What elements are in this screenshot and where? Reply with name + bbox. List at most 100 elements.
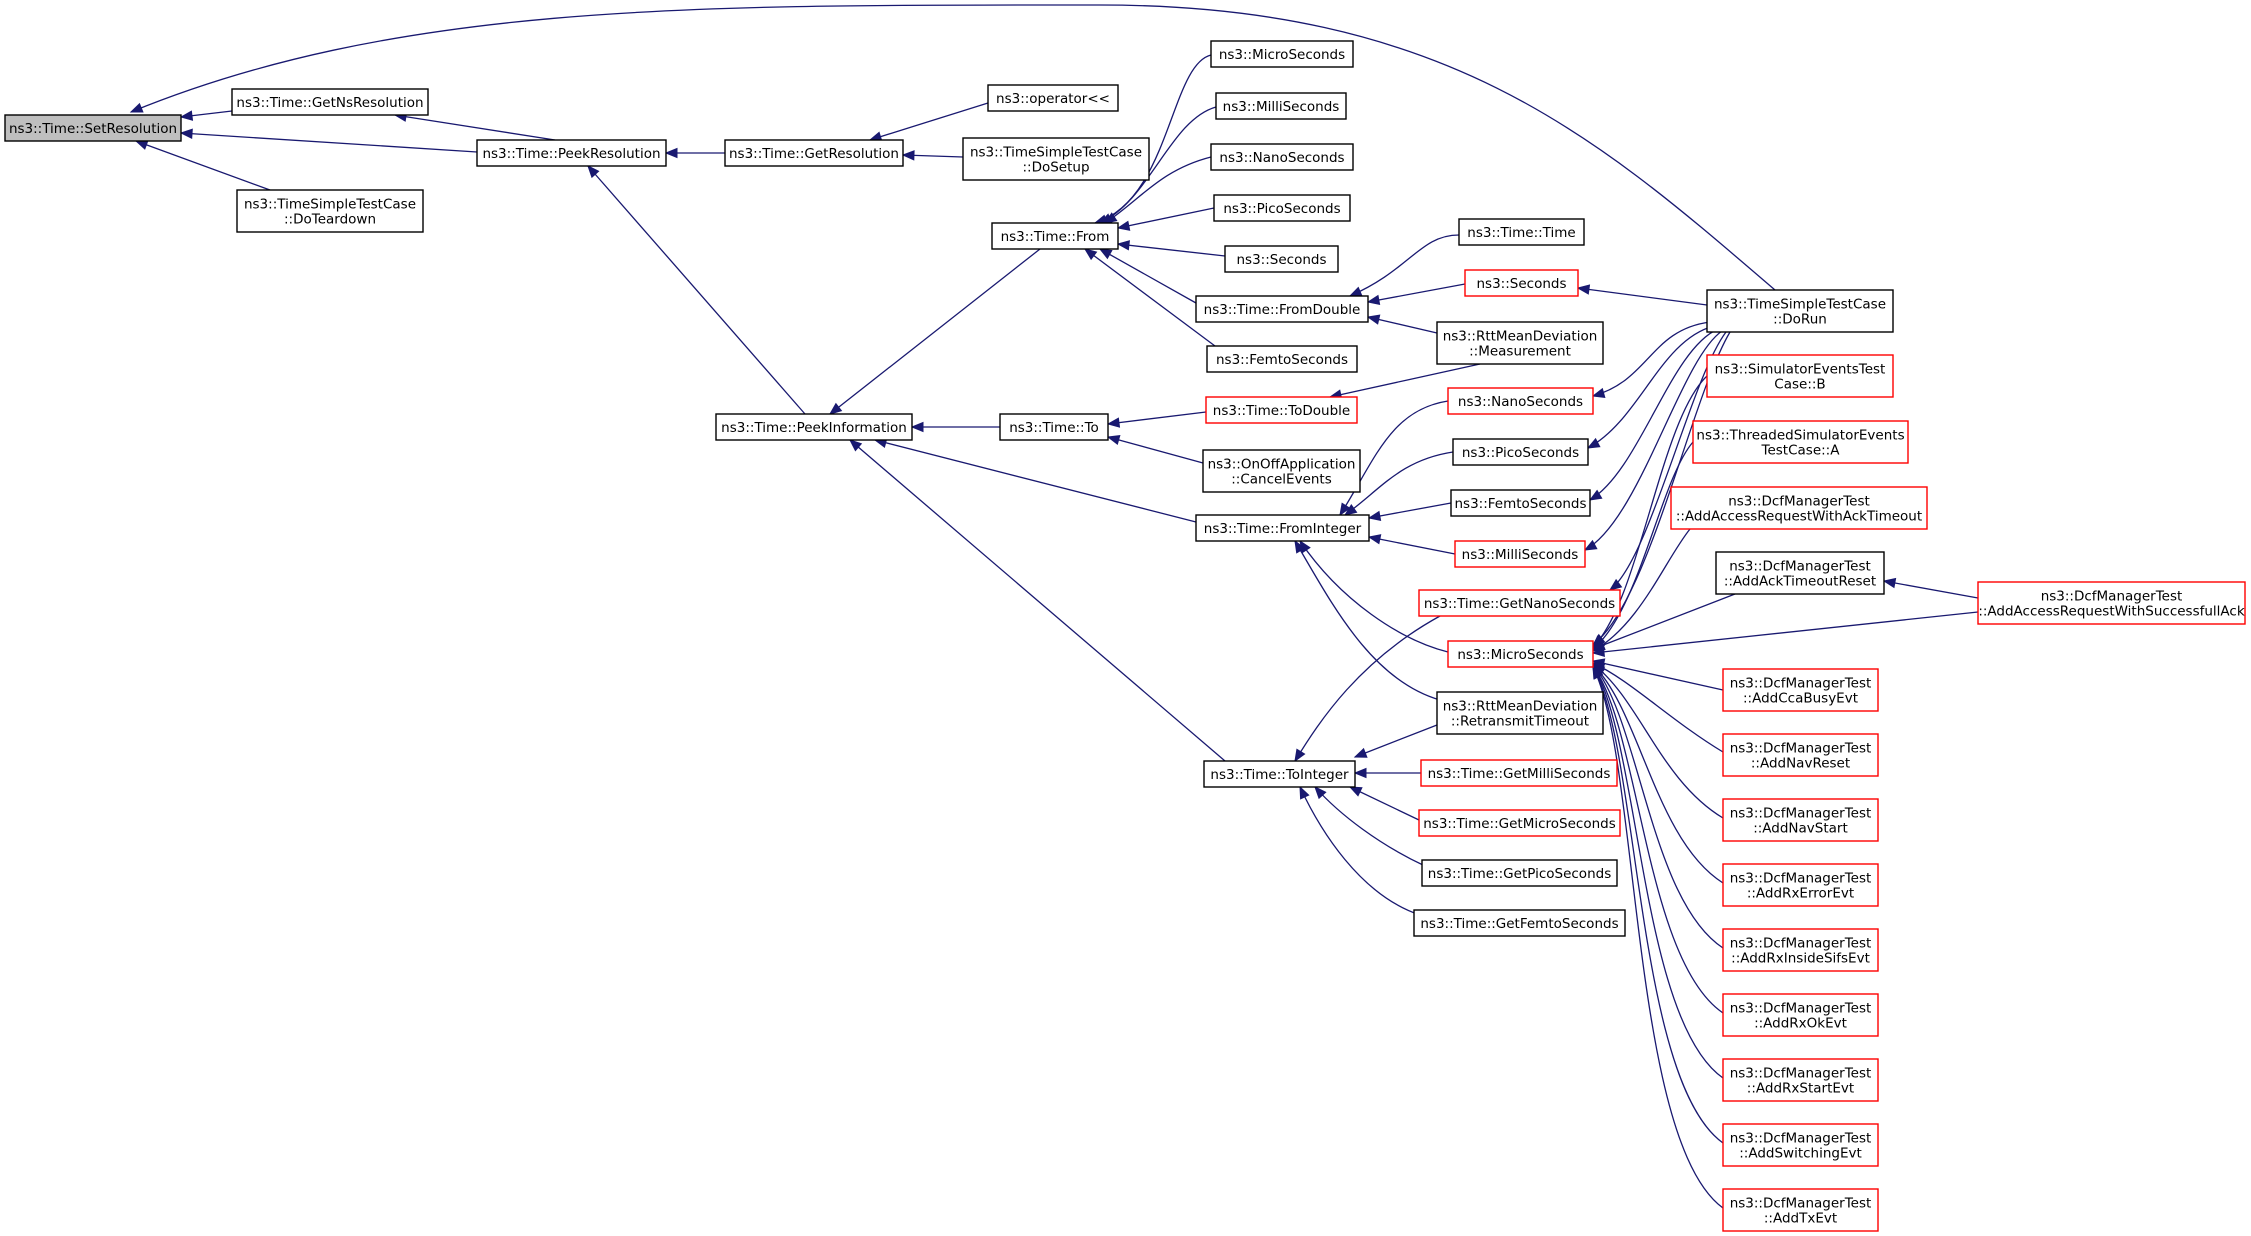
node-label-line: ns3::Time::GetNanoSeconds [1424,596,1615,612]
node-rttmeas[interactable]: ns3::RttMeanDeviation::Measurement [1436,321,1604,365]
node-dcf-acktimeout[interactable]: ns3::DcfManagerTest::AddAccessRequestWit… [1670,486,1928,530]
edge-timetime-to-fromdouble [1348,234,1460,297]
edge-dcf_success-to-i_micro [1591,611,1979,657]
node-oplt[interactable]: ns3::operator<< [987,84,1119,112]
node-label-line: ns3::Time::ToInteger [1210,767,1349,783]
node-box [1706,289,1894,333]
node-rttretx[interactable]: ns3::RttMeanDeviation::RetransmitTimeout [1436,691,1604,735]
edge-line [1104,156,1212,224]
node-label-line: ::DoSetup [1022,160,1089,176]
edge-todouble-to-to [1106,411,1207,428]
arrowhead [1299,785,1310,800]
node-label-line: ns3::MilliSeconds [1462,547,1579,563]
node-box [1692,420,1909,464]
node-d-sec[interactable]: ns3::Seconds [1464,269,1579,297]
node-dcf-navstart[interactable]: ns3::DcfManagerTest::AddNavStart [1722,798,1879,842]
node-dcf-tx[interactable]: ns3::DcfManagerTest::AddTxEvt [1722,1188,1879,1232]
node-getnanos[interactable]: ns3::Time::GetNanoSeconds [1418,589,1621,617]
node-label-line: ns3::MilliSeconds [1223,99,1340,115]
node-setres[interactable]: ns3::Time::SetResolution [4,114,182,142]
node-dcf-success[interactable]: ns3::DcfManagerTest::AddAccessRequestWit… [1977,581,2246,625]
node-fromdouble[interactable]: ns3::Time::FromDouble [1195,295,1369,323]
node-dcf-switching[interactable]: ns3::DcfManagerTest::AddSwitchingEvt [1722,1123,1879,1167]
node-box [987,84,1119,112]
node-label-line: ns3::DcfManagerTest [2041,589,2183,605]
node-label-line: ns3::Time::GetMilliSeconds [1428,766,1611,782]
edge-frominteger-to-peekinfo [873,437,1197,523]
node-dorun[interactable]: ns3::TimeSimpleTestCase::DoRun [1706,289,1894,333]
node-box [1203,760,1356,788]
node-todouble[interactable]: ns3::Time::ToDouble [1205,396,1358,424]
node-dcf-ccabusy[interactable]: ns3::DcfManagerTest::AddCcaBusyEvt [1722,668,1879,712]
node-label-line: ns3::DcfManagerTest [1730,936,1872,952]
node-dcf-navreset[interactable]: ns3::DcfManagerTest::AddNavReset [1722,733,1879,777]
node-i-pico[interactable]: ns3::PicoSeconds [1452,438,1589,466]
node-i-micro[interactable]: ns3::MicroSeconds [1447,640,1594,668]
node-label-line: ns3::Time::FromInteger [1204,521,1362,537]
arrowhead [1098,248,1113,260]
node-getns[interactable]: ns3::Time::GetNsResolution [231,88,429,116]
node-f-milli[interactable]: ns3::MilliSeconds [1215,92,1347,120]
node-label-line: ns3::OnOffApplication [1208,457,1356,473]
arrowhead [828,402,843,415]
node-dcf-rxstart[interactable]: ns3::DcfManagerTest::AddRxStartEvt [1722,1058,1879,1102]
node-getpicos[interactable]: ns3::Time::GetPicoSeconds [1421,859,1618,887]
node-i-nano[interactable]: ns3::NanoSeconds [1447,387,1594,415]
node-to[interactable]: ns3::Time::To [999,413,1109,441]
node-label-line: ns3::NanoSeconds [1219,150,1344,166]
arrowhead [910,421,924,433]
node-getres[interactable]: ns3::Time::GetResolution [724,139,904,167]
edge-getmicros-to-tointeger [1348,786,1420,821]
node-label-line: ns3::TimeSimpleTestCase [970,145,1142,161]
node-peekres[interactable]: ns3::Time::PeekResolution [476,139,667,167]
node-box [991,222,1119,250]
node-i-femto[interactable]: ns3::FemtoSeconds [1450,489,1591,517]
arrowhead [1106,417,1121,428]
node-label-line: ns3::DcfManagerTest [1730,1001,1872,1017]
node-dcf-rxerror[interactable]: ns3::DcfManagerTest::AddRxErrorEvt [1722,863,1879,907]
arrowhead [1083,248,1098,261]
node-dcf-ackreset[interactable]: ns3::DcfManagerTest::AddAckTimeoutReset [1715,551,1885,595]
arrowhead [1583,539,1598,551]
node-teardown[interactable]: ns3::TimeSimpleTestCase::DoTeardown [236,189,424,233]
node-timetime[interactable]: ns3::Time::Time [1458,218,1585,246]
edge-d_sec-to-fromdouble [1366,283,1466,306]
arrowhead [1314,786,1327,800]
arrowhead [1366,314,1381,325]
node-dosetup[interactable]: ns3::TimeSimpleTestCase::DoSetup [962,137,1150,181]
node-f-sec[interactable]: ns3::Seconds [1224,245,1339,273]
node-dcf-rxsifs[interactable]: ns3::DcfManagerTest::AddRxInsideSifsEvt [1722,928,1879,972]
node-getfemtos[interactable]: ns3::Time::GetFemtoSeconds [1413,909,1626,937]
node-box [476,139,667,167]
node-label-line: ::AddRxErrorEvt [1747,886,1854,902]
node-f-nano[interactable]: ns3::NanoSeconds [1210,143,1354,171]
node-f-pico[interactable]: ns3::PicoSeconds [1213,194,1351,222]
edge-dcf_navstart-to-i_micro [1591,663,1724,819]
node-f-femto[interactable]: ns3::FemtoSeconds [1206,345,1358,373]
edge-line [1294,540,1441,701]
node-f-micro[interactable]: ns3::MicroSeconds [1210,40,1354,68]
node-box [1447,640,1594,668]
node-getmicros[interactable]: ns3::Time::GetMicroSeconds [1418,809,1621,837]
edge-line [130,4,1776,291]
node-peekinfo[interactable]: ns3::Time::PeekInformation [715,413,913,441]
arrowhead [1576,284,1591,295]
node-box [1210,40,1354,68]
node-dcf-rxok[interactable]: ns3::DcfManagerTest::AddRxOkEvt [1722,993,1879,1037]
arrowhead [179,128,193,139]
arrowhead [901,150,915,161]
edge-dorun-to-setres [129,4,1776,291]
node-tointeger[interactable]: ns3::Time::ToInteger [1203,760,1356,788]
node-box [1722,1058,1879,1102]
node-from[interactable]: ns3::Time::From [991,222,1119,250]
node-onoff[interactable]: ns3::OnOffApplication::CancelEvents [1202,449,1361,493]
arrowhead [1591,646,1605,657]
node-getmillis[interactable]: ns3::Time::GetMilliSeconds [1420,759,1618,787]
node-box [1195,514,1370,542]
node-label-line: ::CancelEvents [1231,472,1332,488]
edge-getfemtos-to-tointeger [1299,785,1421,916]
node-i-milli[interactable]: ns3::MilliSeconds [1454,540,1586,568]
node-frominteger[interactable]: ns3::Time::FromInteger [1195,514,1370,542]
